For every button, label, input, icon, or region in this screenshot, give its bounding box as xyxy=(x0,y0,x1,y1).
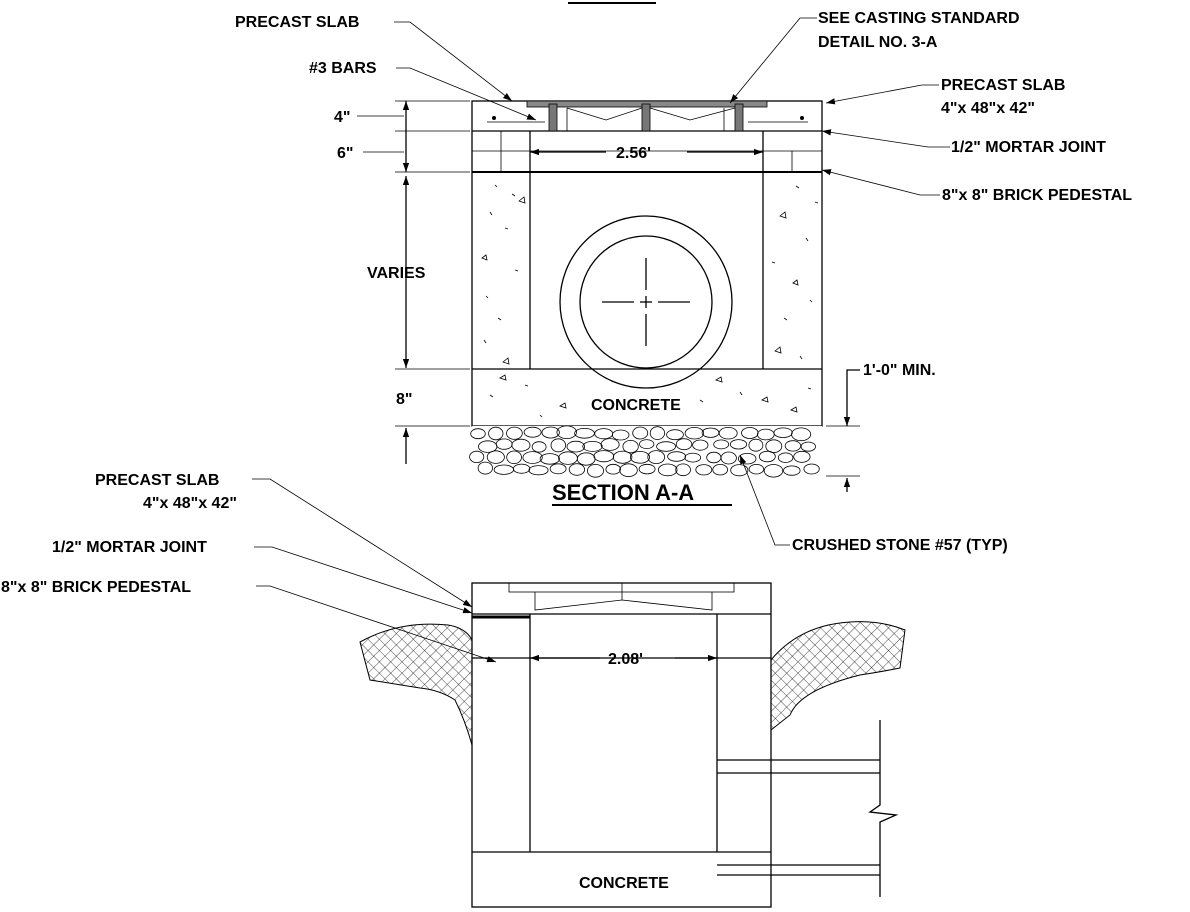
lower-outline xyxy=(471,582,772,908)
crushed-stone xyxy=(582,440,603,452)
label-dim-6in: 6" xyxy=(337,145,353,162)
label-brick-pedestal-left: 8"x 8" BRICK PEDESTAL xyxy=(1,579,191,596)
crushed-stone xyxy=(511,438,531,452)
pipe-outer xyxy=(559,215,733,389)
label-precast-slab-right-1: PRECAST SLAB xyxy=(941,77,1065,94)
crushed-stone xyxy=(600,438,620,451)
label-precast-slab-left-2: 4"x 48"x 42" xyxy=(143,495,237,512)
crushed-stone xyxy=(556,425,577,440)
crushed-stone xyxy=(566,440,586,453)
label-crushed-stone: CRUSHED STONE #57 (TYP) xyxy=(792,537,1008,554)
crushed-stone xyxy=(528,465,549,476)
crushed-stone xyxy=(695,464,713,476)
label-varies: VARIES xyxy=(367,265,426,282)
crushed-stone xyxy=(675,463,691,477)
crushed-stone xyxy=(486,450,505,464)
label-precast-slab-top: PRECAST SLAB xyxy=(235,14,359,31)
crushed-stone xyxy=(568,463,586,476)
crushed-stone xyxy=(803,463,820,475)
crushed-stone xyxy=(647,450,665,465)
crushed-stone xyxy=(587,463,605,478)
label-dim-8in: 8" xyxy=(396,391,412,408)
label-mortar-joint-left: 1/2" MORTAR JOINT xyxy=(52,539,207,556)
crushed-stone xyxy=(666,429,684,441)
crushed-stone xyxy=(539,453,560,465)
crushed-stone xyxy=(793,450,811,463)
crushed-stone xyxy=(777,452,794,463)
crushed-stone xyxy=(713,439,730,450)
label-concrete-top: CONCRETE xyxy=(591,397,681,414)
label-concrete-bottom: CONCRETE xyxy=(579,875,669,892)
pipe-inner xyxy=(579,235,713,369)
crushed-stone xyxy=(470,428,486,440)
crushed-stone xyxy=(612,429,630,441)
crushed-stone xyxy=(729,439,748,450)
crushed-stone xyxy=(784,440,802,452)
crushed-stone xyxy=(649,426,666,440)
crushed-stone xyxy=(506,426,523,440)
crushed-stone xyxy=(720,451,737,465)
crushed-stone xyxy=(605,463,621,475)
concrete-speckle-base xyxy=(489,374,812,418)
crushed-stone xyxy=(800,441,816,452)
label-width-bottom: 2.08' xyxy=(608,651,643,668)
lower-elevation xyxy=(252,478,906,908)
crushed-stone xyxy=(657,463,678,477)
crushed-stone xyxy=(469,450,485,463)
crushed-stone xyxy=(531,441,547,453)
crushed-stone xyxy=(549,463,567,475)
label-bars: #3 BARS xyxy=(309,60,377,77)
crushed-stone xyxy=(619,463,638,478)
crushed-stone xyxy=(506,450,522,465)
crushed-stone xyxy=(522,451,543,464)
crushed-stone xyxy=(630,450,651,464)
crushed-stone xyxy=(667,451,686,462)
crushed-stone xyxy=(638,463,656,475)
crushed-stone xyxy=(612,450,633,464)
label-brick-pedestal-right: 8"x 8" BRICK PEDESTAL xyxy=(942,187,1132,204)
label-precast-slab-left-1: PRECAST SLAB xyxy=(95,472,219,489)
crushed-stone xyxy=(718,427,738,440)
crushed-stone xyxy=(783,465,801,476)
crushed-stone xyxy=(730,464,749,477)
leaders-upper xyxy=(394,17,950,546)
min-depth-dimension xyxy=(826,369,860,492)
crushed-stone xyxy=(773,427,793,438)
label-mortar-joint-right: 1/2" MORTAR JOINT xyxy=(951,139,1106,156)
crushed-stone xyxy=(712,464,728,476)
label-min-depth: 1'-0" MIN. xyxy=(863,362,936,379)
label-see-casting-1: SEE CASTING STANDARD xyxy=(818,10,1020,27)
crushed-stone xyxy=(639,439,655,450)
label-precast-slab-right-2: 4"x 48"x 42" xyxy=(941,100,1035,117)
crushed-stone xyxy=(763,464,784,478)
crushed-stone xyxy=(488,426,504,441)
label-dim-4in: 4" xyxy=(334,109,350,126)
crushed-stone xyxy=(748,464,765,475)
crushed-stone xyxy=(758,450,776,463)
crushed-stone xyxy=(684,427,705,440)
vertical-dimension-left xyxy=(357,100,470,464)
crushed-stone xyxy=(541,426,560,439)
crushed-stone xyxy=(675,438,693,451)
concrete-speckle-right xyxy=(771,185,819,360)
crushed-stone xyxy=(748,438,764,452)
crushed-stone xyxy=(692,439,709,451)
label-see-casting-2: DETAIL NO. 3-A xyxy=(818,34,938,51)
crushed-stone xyxy=(684,452,702,463)
crushed-stone xyxy=(765,439,783,454)
crushed-stone xyxy=(632,426,649,440)
crushed-stone xyxy=(656,441,676,452)
crushed-stone xyxy=(523,426,542,438)
crushed-stone xyxy=(622,439,639,454)
crushed-stone xyxy=(550,438,567,453)
crushed-stone xyxy=(738,453,757,465)
crushed-stone xyxy=(477,461,493,475)
label-width-top: 2.56' xyxy=(616,145,651,162)
concrete-speckle-left xyxy=(481,184,526,365)
labels: PRECAST SLAB SEE CASTING STANDARD DETAIL… xyxy=(1,10,1132,892)
crushed-stone-bed xyxy=(469,425,822,478)
crushed-stone xyxy=(791,427,812,442)
section-title: SECTION A-A xyxy=(552,480,694,505)
